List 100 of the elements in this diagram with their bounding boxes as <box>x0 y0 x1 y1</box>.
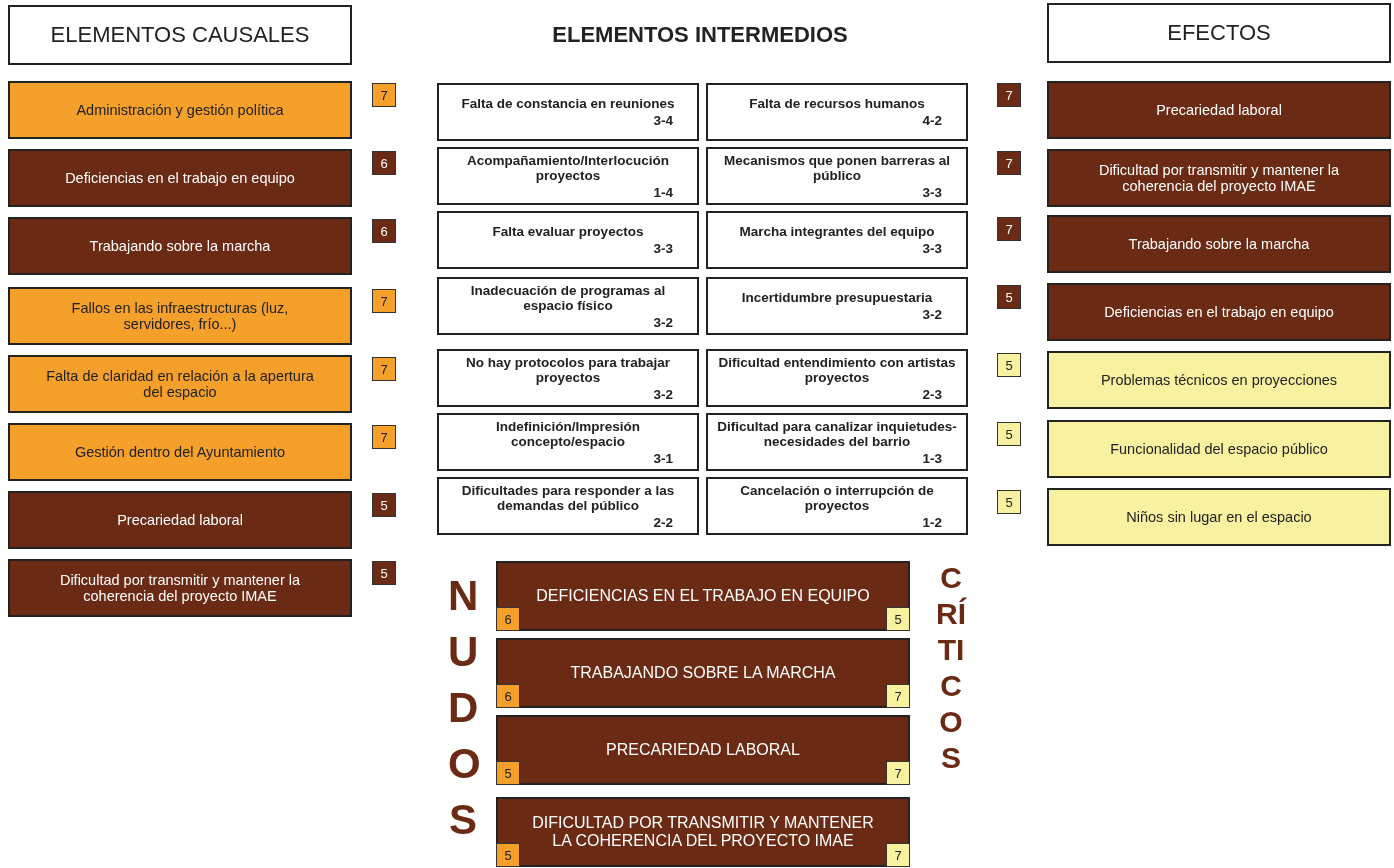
score-badge: 6 <box>372 219 396 243</box>
box-text: Dificultad por transmitir y mantener la coherencia del proyecto IMAE <box>1097 162 1341 194</box>
cause-text: Mecanismos que ponen barreras al público <box>723 152 951 183</box>
cause-box <box>8 423 352 481</box>
effect-box <box>1047 81 1391 139</box>
box-text: Trabajando sobre la marcha <box>1127 236 1311 252</box>
vertical-title: CRÍTICOS <box>936 560 966 776</box>
score-badge: 5 <box>997 422 1021 446</box>
rating-text: 3-3 <box>653 241 673 256</box>
rating-text: 3-2 <box>653 314 673 330</box>
box-text: Trabajando sobre la marcha <box>88 238 272 254</box>
cause-text: Cancelación o interrupción de proyectos <box>739 482 935 513</box>
cause-box <box>8 491 352 549</box>
cause-text: Marcha integrantes del equipo <box>738 224 936 239</box>
rating-text: 3-4 <box>653 113 673 128</box>
effect-box <box>1047 149 1391 207</box>
rating-text: 2-3 <box>922 386 942 402</box>
score-badge: 5 <box>372 561 396 585</box>
header-text: ELEMENTOS CAUSALES <box>50 22 310 48</box>
score-badge: 7 <box>997 217 1021 241</box>
score-badge: 6 <box>372 151 396 175</box>
score-badge: 5 <box>372 493 396 517</box>
score-badge: 7 <box>997 83 1021 107</box>
rating-text: 1-2 <box>922 514 942 530</box>
intermediate-box <box>437 477 699 535</box>
box-text: Precariedad laboral <box>1155 102 1283 118</box>
effect-box <box>1047 420 1391 478</box>
intermediate-box <box>437 83 699 141</box>
cause-box <box>8 559 352 617</box>
intermediate-box <box>706 477 968 535</box>
intermediate-box <box>706 413 968 471</box>
cause-text: Falta evaluar proyectos <box>491 224 645 239</box>
intermediate-box <box>437 413 699 471</box>
effect-box <box>1047 215 1391 273</box>
score-badge: 7 <box>372 83 396 107</box>
rating-text: 3-3 <box>922 184 942 200</box>
intermediate-box <box>706 349 968 407</box>
box-text: Gestión dentro del Ayuntamiento <box>73 444 287 460</box>
intermediate-box <box>706 147 968 205</box>
score-badge: 7 <box>886 684 910 708</box>
effect-box <box>1047 283 1391 341</box>
score-badge: 5 <box>496 843 520 867</box>
score-badge: 5 <box>997 490 1021 514</box>
cause-box <box>8 287 352 345</box>
rating-text: 3-2 <box>653 386 673 402</box>
cause-box <box>8 355 352 413</box>
intermediate-box <box>706 211 968 269</box>
rating-text: 3-1 <box>653 450 673 466</box>
cause-text: Acompañamiento/Interlocución proyectos <box>466 152 670 183</box>
rating-text: 1-4 <box>653 184 673 200</box>
intermediate-box <box>437 147 699 205</box>
score-badge: 6 <box>496 607 520 631</box>
score-badge: 5 <box>886 607 910 631</box>
knot-text: DIFICULTAD POR TRANSMITIR Y MANTENER LA COHERENCIA DEL PROYECTO IMAE <box>531 814 875 850</box>
rating-text: 4-2 <box>922 113 942 128</box>
effect-box <box>1047 351 1391 409</box>
score-badge: 5 <box>997 353 1021 377</box>
cause-text: Indefinición/Impresión concepto/espacio <box>495 418 641 449</box>
cause-text: Incertidumbre presupuestaria <box>740 290 934 305</box>
rating-text: 3-2 <box>922 307 942 322</box>
cause-text: Inadecuación de programas al espacio físico <box>469 282 667 313</box>
effect-box <box>1047 488 1391 546</box>
box-text: Dificultad por transmitir y mantener la coherencia del proyecto IMAE <box>58 572 302 604</box>
critical-knot-box <box>496 797 910 867</box>
column-header-box <box>8 5 352 65</box>
cause-text: Dificultades para responder a las demandas del público <box>460 482 676 513</box>
critical-knot-box <box>496 561 910 631</box>
intermediate-box <box>706 277 968 335</box>
score-badge: 6 <box>496 684 520 708</box>
cause-box <box>8 81 352 139</box>
intermediate-box <box>706 83 968 141</box>
score-badge: 7 <box>372 357 396 381</box>
cause-text: Falta de recursos humanos <box>748 96 926 111</box>
knot-text: TRABAJANDO SOBRE LA MARCHA <box>569 664 837 682</box>
box-text: Fallos en las infraestructuras (luz, servidores, frío...) <box>70 300 290 332</box>
score-badge: 5 <box>496 761 520 785</box>
score-badge: 7 <box>886 843 910 867</box>
knot-text: PRECARIEDAD LABORAL <box>605 741 801 759</box>
header-text: EFECTOS <box>1167 20 1271 46</box>
knot-text: DEFICIENCIAS EN EL TRABAJO EN EQUIPO <box>535 587 871 605</box>
rating-text: 2-2 <box>653 514 673 530</box>
score-badge: 7 <box>886 761 910 785</box>
score-badge: 5 <box>997 285 1021 309</box>
cause-text: No hay protocolos para trabajar proyectos <box>464 354 672 385</box>
box-text: Falta de claridad en relación a la apertura del espacio <box>45 368 315 400</box>
critical-knot-box <box>496 715 910 785</box>
box-text: Administración y gestión política <box>75 102 285 118</box>
critical-knot-box <box>496 638 910 708</box>
box-text: Precariedad laboral <box>116 512 244 528</box>
intermediate-box <box>437 277 699 335</box>
cause-text: Falta de constancia en reuniones <box>460 96 676 111</box>
intermediate-box <box>437 349 699 407</box>
cause-box <box>8 149 352 207</box>
score-badge: 7 <box>372 289 396 313</box>
cause-box <box>8 217 352 275</box>
box-text: Niños sin lugar en el espacio <box>1125 509 1313 525</box>
score-badge: 7 <box>997 151 1021 175</box>
rating-text: 1-3 <box>922 450 942 466</box>
intermediate-box <box>437 211 699 269</box>
box-text: Problemas técnicos en proyecciones <box>1099 372 1339 388</box>
